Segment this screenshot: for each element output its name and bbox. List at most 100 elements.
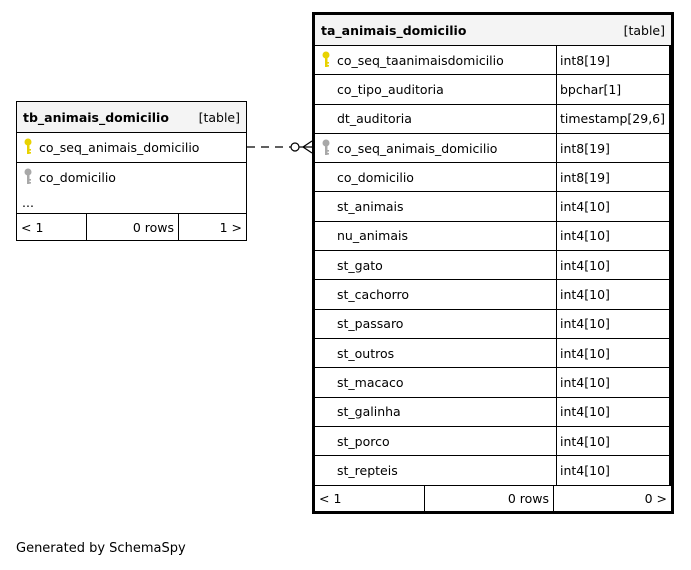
column-row[interactable]: st_passaro int4[10]	[315, 309, 671, 339]
key-placeholder	[315, 310, 337, 338]
column-type: int4[10]	[556, 280, 671, 309]
optional-circle-icon	[290, 142, 300, 152]
key-placeholder	[315, 222, 337, 250]
column-row[interactable]: co_domicilio	[17, 163, 246, 193]
key-placeholder	[315, 280, 337, 308]
column-name: st_repteis	[337, 463, 398, 479]
column-type: int4[10]	[556, 338, 671, 368]
table-name: ta_animais_domicilio	[321, 22, 467, 38]
next-link[interactable]: 0 >	[553, 486, 671, 512]
table-ta-animais-domicilio[interactable]: ta_animais_domicilio [table] co_seq_taan…	[312, 12, 674, 515]
column-name: st_cachorro	[337, 287, 410, 303]
column-row[interactable]: dt_auditoria timestamp[29,6]	[315, 104, 671, 134]
column-name-cell: co_domicilio	[17, 163, 246, 193]
row-count: 0 rows	[86, 214, 178, 240]
column-name-cell: st_animais	[315, 192, 556, 220]
column-name-cell: co_seq_taanimaisdomicilio	[315, 46, 556, 74]
column-name: co_domicilio	[39, 169, 116, 185]
key-placeholder	[315, 192, 337, 220]
table-kind: [table]	[198, 109, 240, 125]
column-name-cell: co_domicilio	[315, 163, 556, 191]
column-type: int4[10]	[556, 192, 671, 221]
table-header[interactable]: ta_animais_domicilio [table]	[315, 15, 671, 46]
column-row[interactable]: st_galinha int4[10]	[315, 397, 671, 427]
column-name-cell: dt_auditoria	[315, 105, 556, 133]
column-name-cell: st_cachorro	[315, 280, 556, 308]
key-placeholder	[315, 339, 337, 367]
column-type: int8[19]	[556, 46, 671, 75]
generated-by-label: Generated by SchemaSpy	[16, 541, 186, 556]
foreign-key-icon	[315, 134, 337, 162]
column-name: nu_animais	[337, 228, 408, 244]
column-name-cell: st_galinha	[315, 398, 556, 426]
column-type: int4[10]	[556, 309, 671, 338]
key-placeholder	[315, 163, 337, 191]
key-placeholder	[315, 368, 337, 396]
column-name-cell: co_tipo_auditoria	[315, 75, 556, 103]
column-name: co_seq_animais_domicilio	[39, 139, 200, 155]
foreign-key-icon	[17, 163, 39, 193]
column-type: int4[10]	[556, 221, 671, 251]
column-name: st_macaco	[337, 374, 404, 390]
column-type: int4[10]	[556, 397, 671, 426]
key-placeholder	[315, 427, 337, 455]
column-name: st_outros	[337, 345, 395, 361]
column-row[interactable]: st_macaco int4[10]	[315, 368, 671, 398]
column-row[interactable]: st_gato int4[10]	[315, 251, 671, 281]
prev-link[interactable]: < 1	[319, 491, 342, 507]
primary-key-icon	[315, 46, 337, 74]
column-name: st_animais	[337, 199, 404, 215]
column-name-cell: st_gato	[315, 251, 556, 279]
column-type: bpchar[1]	[556, 75, 671, 104]
column-type: int4[10]	[556, 426, 671, 456]
column-type: timestamp[29,6]	[556, 104, 671, 133]
column-name-cell: st_passaro	[315, 310, 556, 338]
column-row[interactable]: st_outros int4[10]	[315, 338, 671, 369]
crow-foot-icon	[302, 140, 313, 148]
column-row[interactable]: co_tipo_auditoria bpchar[1]	[315, 75, 671, 105]
table-header[interactable]: tb_animais_domicilio [table]	[17, 102, 246, 133]
column-row[interactable]: co_seq_taanimaisdomicilio int8[19]	[315, 46, 671, 76]
column-row[interactable]: st_animais int4[10]	[315, 192, 671, 222]
column-name: st_galinha	[337, 404, 401, 420]
key-placeholder	[315, 398, 337, 426]
column-name-cell: st_macaco	[315, 368, 556, 396]
row-count: 0 rows	[424, 486, 553, 512]
column-name: co_seq_taanimaisdomicilio	[337, 52, 504, 68]
column-name-cell: nu_animais	[315, 222, 556, 250]
table-tb-animais-domicilio[interactable]: tb_animais_domicilio [table] co_seq_anim…	[16, 101, 247, 241]
column-type: int4[10]	[556, 368, 671, 397]
column-type: int8[19]	[556, 133, 671, 163]
next-link[interactable]: 1 >	[178, 214, 246, 240]
table-name: tb_animais_domicilio	[23, 109, 169, 125]
column-row[interactable]: st_cachorro int4[10]	[315, 280, 671, 310]
column-name: dt_auditoria	[337, 111, 412, 127]
column-name-cell: st_porco	[315, 427, 556, 455]
column-name-cell: st_outros	[315, 339, 556, 367]
column-type: int4[10]	[556, 456, 671, 486]
column-name: co_tipo_auditoria	[337, 81, 444, 97]
column-name-cell: co_seq_animais_domicilio	[17, 133, 246, 162]
table-footer: < 1 0 rows 0 >	[315, 485, 671, 512]
prev-link[interactable]: < 1	[21, 219, 44, 235]
key-placeholder	[315, 105, 337, 133]
column-row[interactable]: co_domicilio int8[19]	[315, 163, 671, 193]
column-row[interactable]: st_repteis int4[10]	[315, 456, 671, 486]
column-type: int8[19]	[556, 163, 671, 192]
more-columns: ...	[17, 192, 246, 214]
column-row[interactable]: co_seq_animais_domicilio	[17, 133, 246, 163]
column-name: co_domicilio	[337, 169, 414, 185]
column-name-cell: st_repteis	[315, 456, 556, 485]
column-type: int4[10]	[556, 251, 671, 280]
column-name-cell: co_seq_animais_domicilio	[315, 134, 556, 162]
column-name: st_gato	[337, 257, 383, 273]
table-footer: < 1 0 rows 1 >	[17, 214, 246, 240]
column-row[interactable]: nu_animais int4[10]	[315, 221, 671, 252]
key-placeholder	[315, 456, 337, 485]
column-name: st_passaro	[337, 316, 404, 332]
key-placeholder	[315, 251, 337, 279]
primary-key-icon	[17, 133, 39, 162]
